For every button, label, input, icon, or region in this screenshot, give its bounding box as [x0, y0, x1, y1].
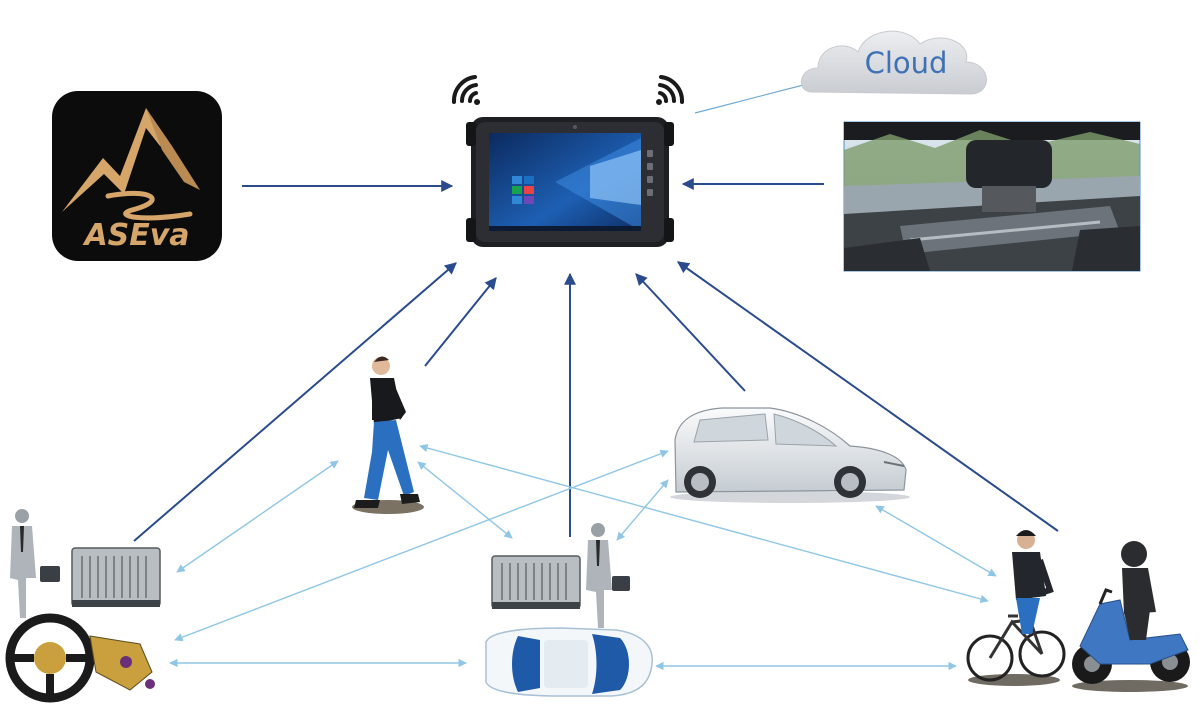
test-station-left: [5, 509, 161, 703]
rugged-tablet: [466, 117, 674, 247]
arrow-pedestrian-to-tablet: [424, 277, 497, 367]
arrow-car-to-tablet: [635, 273, 746, 392]
wifi-icon-right: [656, 75, 685, 105]
link-station-left-pedestrian: [176, 460, 339, 573]
steering-wheel-unit: [5, 613, 155, 703]
cloud-arrow: [694, 80, 816, 114]
link-pedestrian-center: [417, 461, 513, 539]
link-center-car-side: [616, 479, 669, 541]
cloud-label: Cloud: [865, 46, 948, 80]
businessman-center: [586, 523, 630, 628]
pedestrian: [352, 356, 424, 514]
vehicle-test-rig-photo: [843, 121, 1141, 272]
ecu-center: [491, 555, 581, 609]
peer-arrows: [169, 443, 997, 671]
arrow-cyclist-to-tablet: [677, 261, 1059, 532]
aseva-logo-text: ASEva: [82, 218, 189, 253]
cloud-node: Cloud: [801, 30, 987, 95]
businessman-left: [10, 509, 60, 618]
car-top-view: [485, 627, 653, 697]
cyclist: [966, 530, 1066, 686]
arrow-tablet-to-cloud: [694, 80, 816, 114]
test-station-center: [491, 523, 630, 628]
wifi-icon-left: [451, 75, 480, 105]
car-side: [670, 407, 910, 503]
scooter-rider: [1072, 541, 1190, 692]
ecu-left: [71, 547, 161, 607]
link-car-side-cyclist: [875, 505, 997, 577]
aseva-logo: ASEva: [52, 91, 222, 261]
